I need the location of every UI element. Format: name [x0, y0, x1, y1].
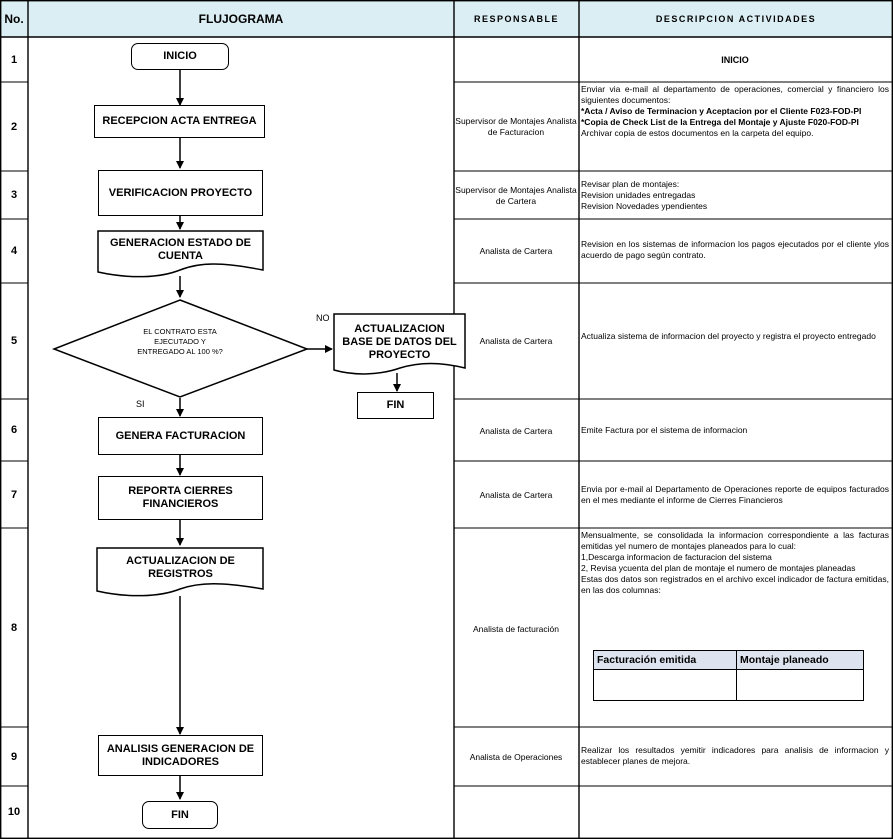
description-line: 2, Revisa ycuenta del plan de montaje el… [581, 563, 856, 573]
table-cell [593, 669, 737, 701]
step-inicio: INICIO [131, 43, 229, 70]
description-line: *Copia de Check List de la Entrega del M… [581, 117, 859, 127]
description-line: Enviar via e-mail al departamento de ope… [581, 84, 889, 105]
description-line: Estas dos datos son registrados en el ar… [581, 574, 889, 595]
description-cell: Realizar los resultados yemitir indicado… [581, 745, 889, 767]
responsible-cell: Analista de Cartera [479, 335, 553, 346]
description-line: Mensualmente, se consolidada la informac… [581, 530, 889, 551]
step-reporta-cierres: REPORTA CIERRES FINANCIEROS [98, 476, 263, 520]
row-number: 1 [10, 53, 18, 66]
step-verificacion: VERIFICACION PROYECTO [98, 170, 263, 216]
description-line: 1,Descarga informacion de facturacion de… [581, 552, 772, 562]
step-actualizacion-registros: ACTUALIZACION DE REGISTROS [126, 555, 235, 580]
table-cell [736, 669, 864, 701]
row-number: 9 [10, 750, 18, 763]
description-line: Actualiza sistema de informacion del pro… [581, 331, 876, 341]
description-line: Revisar plan de montajes: [581, 179, 680, 189]
description-cell: Actualiza sistema de informacion del pro… [581, 331, 889, 342]
row-number: 10 [7, 806, 21, 818]
description-cell: Emite Factura por el sistema de informac… [581, 425, 889, 436]
description-line: Revision Novedades ypendientes [581, 201, 708, 211]
header-responsible: RESPONSABLE [454, 0, 579, 37]
label-no: NO [316, 313, 330, 323]
description-cell: Revision en los sistemas de informacion … [581, 239, 889, 261]
row-number: 5 [10, 335, 18, 347]
row-number: 8 [10, 621, 18, 634]
label-si: SI [136, 399, 145, 409]
row-number: 4 [10, 245, 18, 257]
description-line: Revision unidades entregadas [581, 190, 696, 200]
description-line: Realizar los resultados yemitir indicado… [581, 745, 889, 766]
description-cell: Mensualmente, se consolidada la informac… [581, 530, 889, 596]
responsible-cell: Analista de Cartera [479, 489, 553, 500]
decision-question: EL CONTRATO ESTA EJECUTADO Y ENTREGADO A… [137, 327, 223, 356]
row-number: 7 [10, 488, 18, 501]
description-cell: Envia por e-mail al Departamento de Oper… [581, 484, 889, 506]
decision-diamond [51, 299, 310, 398]
table-header-facturacion: Facturación emitida [593, 650, 737, 670]
description-cell: Revisar plan de montajes: Revision unida… [581, 179, 889, 212]
row-number: 2 [10, 120, 18, 133]
header-no: No. [0, 0, 28, 37]
responsible-cell: Analista de Cartera [479, 245, 553, 256]
step-fin-branch: FIN [357, 392, 434, 419]
description-line: *Acta / Aviso de Terminacion y Aceptacio… [581, 106, 862, 116]
step-recepcion: RECEPCION ACTA ENTREGA [94, 105, 265, 138]
step-fin: FIN [142, 801, 218, 829]
responsible-cell: Supervisor de Montajes Analista de Factu… [455, 116, 577, 137]
row-number: 6 [10, 424, 18, 436]
description-line: Envia por e-mail al Departamento de Oper… [581, 484, 889, 505]
row-number: 3 [10, 189, 18, 201]
document-shape-registros [96, 547, 264, 597]
document-shape-actualizacion [333, 313, 466, 375]
step-analisis: ANALISIS GENERACION DE INDICADORES [98, 735, 263, 776]
header-flowchart: FLUJOGRAMA [28, 0, 454, 37]
responsible-cell: Analista de Cartera [479, 425, 553, 436]
description-cell: Enviar via e-mail al departamento de ope… [581, 84, 889, 139]
description-line: Revision en los sistemas de informacion … [581, 239, 889, 260]
description-line: Archivar copia de estos documentos en la… [581, 128, 814, 138]
document-shape-generacion [97, 230, 264, 278]
responsible-cell: Analista de facturación [473, 623, 559, 634]
responsible-cell: Supervisor de Montajes Analista de Carte… [455, 185, 577, 206]
description-cell: INICIO [721, 54, 749, 65]
description-line: Emite Factura por el sistema de informac… [581, 425, 748, 435]
responsible-cell: Analista de Operaciones [469, 751, 563, 762]
step-generacion: GENERACION ESTADO DE CUENTA [110, 237, 251, 262]
indicator-table: Facturación emitida Montaje planeado [593, 650, 864, 701]
header-description: DESCRIPCION ACTIVIDADES [579, 0, 893, 37]
step-genera-facturacion: GENERA FACTURACION [98, 417, 263, 455]
step-actualizacion-base: ACTUALIZACION BASE DE DATOS DEL PROYECTO [342, 322, 457, 361]
